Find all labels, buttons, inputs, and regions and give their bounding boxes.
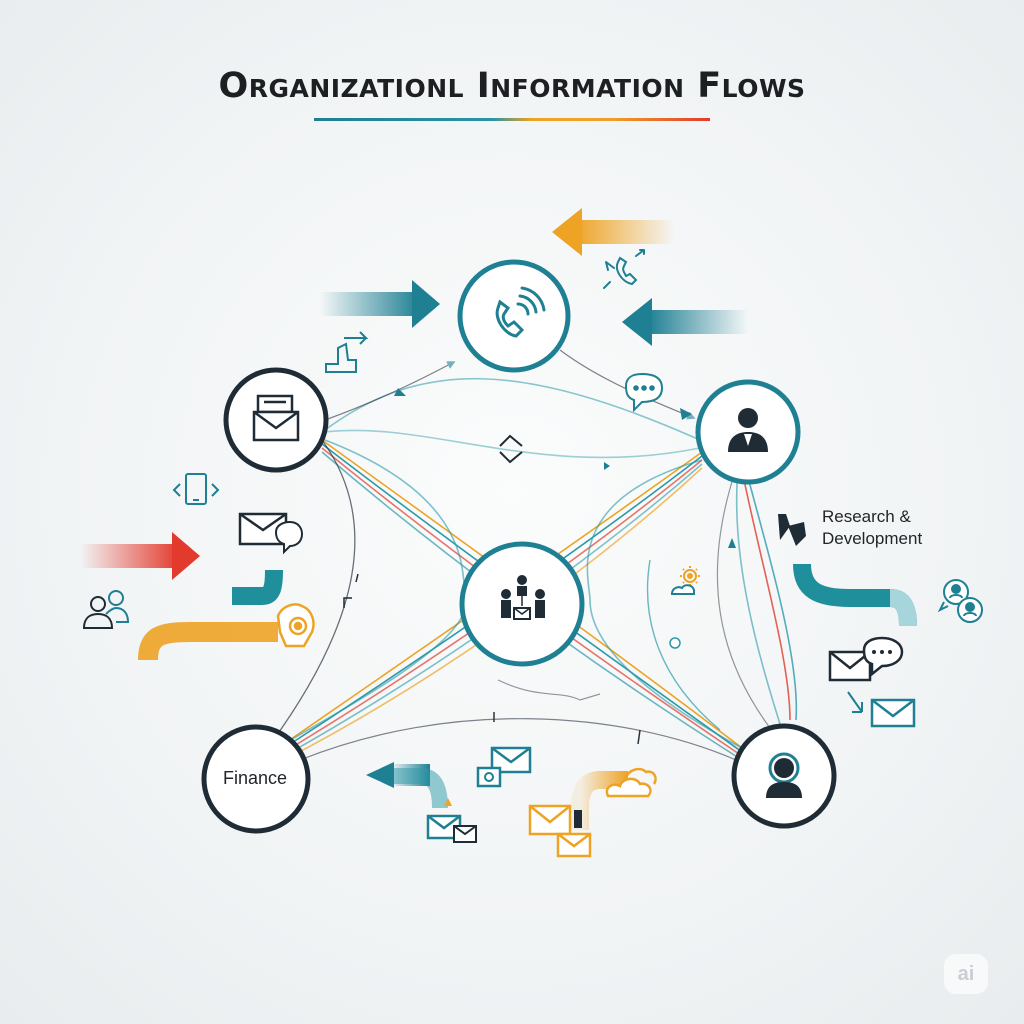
envelope-arrow-right-icon <box>847 691 916 728</box>
flow-finance-to-headset <box>299 718 737 761</box>
flow-email-to-person <box>324 377 701 441</box>
flow-person-to-headset-1 <box>741 469 791 721</box>
phone-arrows-icon <box>603 249 645 289</box>
research-development-label-line2: Development <box>822 529 923 548</box>
person-icon <box>728 408 768 452</box>
phone-signal-icon <box>495 286 546 338</box>
title-underline <box>314 118 710 121</box>
arrow-teal-bottom-bend <box>366 762 448 809</box>
node-headset[interactable] <box>731 723 837 829</box>
node-phone[interactable] <box>457 259 571 373</box>
gear-icon <box>670 566 700 595</box>
flow-email-to-phone <box>324 361 456 421</box>
arrow-red-left <box>80 532 200 580</box>
arrow-orange-top <box>552 208 675 256</box>
curl-line-icon <box>343 573 359 608</box>
flow-headset-inner <box>646 559 721 731</box>
arrow-orange-left-bend <box>138 622 278 661</box>
envelope-photo-icon <box>476 746 532 788</box>
flow-node-dot <box>669 637 681 649</box>
node-email[interactable] <box>223 367 329 473</box>
people-icon <box>82 590 130 629</box>
flow-email-to-person-2 <box>324 429 701 459</box>
flow-person-to-headset-4 <box>716 471 771 729</box>
orange-webcam-icon <box>276 603 315 648</box>
envelope-stack-icon <box>426 798 477 843</box>
envelope-chat-icon <box>238 512 304 555</box>
research-development-label-line1: Research & <box>822 507 911 526</box>
tick-mark <box>493 712 641 745</box>
user-badges-icon <box>937 579 983 623</box>
node-finance[interactable] <box>201 724 311 834</box>
cloud-icon <box>605 767 657 798</box>
flow-center-wave <box>497 679 601 701</box>
flow-hourglass-left <box>279 439 467 747</box>
arrow-teal-top-left <box>320 280 440 328</box>
brand-mark-icon <box>778 514 806 546</box>
envelope-chat-right-icon <box>828 636 904 682</box>
arrow-teal-top-right <box>622 298 748 346</box>
diagram-title: Organizationl Information Flows <box>218 66 806 106</box>
flow-email-to-finance <box>271 439 356 743</box>
research-development-label: Research & Development <box>822 506 922 550</box>
diamond-icon <box>499 434 523 464</box>
chat-bubble-icon <box>624 372 664 413</box>
arrow-teal-left-bend <box>232 569 283 605</box>
node-person[interactable] <box>695 379 801 485</box>
orange-envelopes-icon <box>528 804 592 858</box>
hand-arrow-icon <box>325 331 369 373</box>
finance-label: Finance <box>222 768 288 788</box>
arrow-orange-bottom-bend <box>571 771 628 830</box>
watermark-badge: ai <box>944 954 988 994</box>
flow-person-to-headset-2 <box>745 469 798 721</box>
team-meeting-icon <box>501 575 545 620</box>
arrow-teal-right-bend <box>793 563 917 627</box>
headset-person-icon <box>766 752 802 798</box>
smartphone-icon <box>172 473 220 505</box>
node-team[interactable] <box>459 541 585 667</box>
flow-person-to-headset-3 <box>735 469 781 725</box>
envelope-icon <box>252 394 300 442</box>
flow-hourglass-right <box>586 459 743 749</box>
small-arrow-icon <box>394 388 736 548</box>
